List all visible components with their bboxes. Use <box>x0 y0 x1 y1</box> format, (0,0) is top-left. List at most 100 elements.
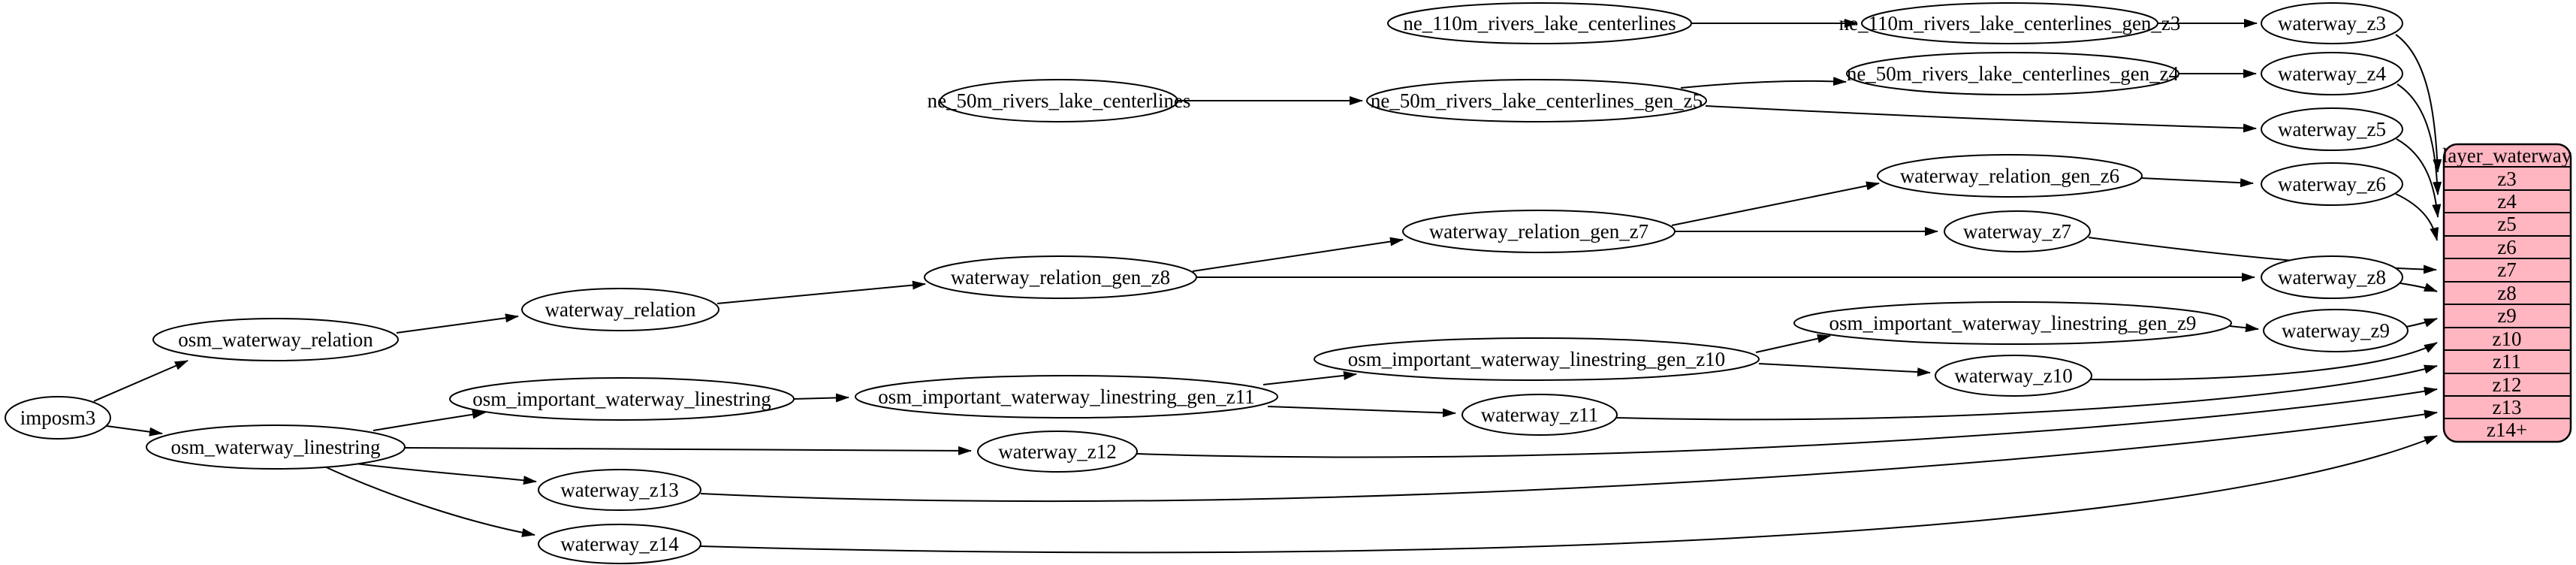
node-label: osm_important_waterway_linestring <box>472 388 771 410</box>
node-label: imposm3 <box>20 406 96 429</box>
edge-waterway_relation_gen_z8-waterway_relation_gen_z7 <box>1192 237 1404 272</box>
node-imposm3: imposm3 <box>5 396 111 440</box>
node-label: osm_waterway_relation <box>178 328 373 351</box>
edge-gen_z10-waterway_z10 <box>1758 363 1931 377</box>
node-label: waterway_z7 <box>1963 220 2071 243</box>
node-waterway_z6: waterway_z6 <box>2261 162 2403 206</box>
node-label: waterway_z9 <box>2282 319 2390 342</box>
node-label: waterway_z10 <box>1954 364 2072 387</box>
node-waterway_z12: waterway_z12 <box>977 431 1138 473</box>
table-row-z10: z10 <box>2493 328 2522 350</box>
edge-waterway_z8-row_z8 <box>2400 282 2438 292</box>
table-row-z6: z6 <box>2497 236 2516 258</box>
node-label: osm_important_waterway_linestring_gen_z9 <box>1829 312 2197 334</box>
edge-waterway_z5-row_z5 <box>2396 138 2442 218</box>
edge-waterway_relation_gen_z6-waterway_z6 <box>2140 177 2254 188</box>
edge-osm_waterway_linestring-waterway_z13 <box>349 462 537 485</box>
table-row-z12: z12 <box>2493 373 2522 396</box>
edge-waterway_z12-row_z12 <box>1136 386 2438 458</box>
node-label: osm_important_waterway_linestring_gen_z1… <box>878 385 1254 408</box>
edge-osm_waterway_linestring-waterway_z12 <box>404 446 972 455</box>
table-row-z7: z7 <box>2497 258 2516 281</box>
edge-osm_waterway_relation-waterway_relation <box>396 313 519 334</box>
edge-waterway_z14-row_z14 <box>700 435 2438 554</box>
edge-gen_z11-gen_z10 <box>1262 370 1357 385</box>
edge-waterway_z9-row_z9 <box>2406 318 2438 328</box>
node-waterway_z14: waterway_z14 <box>538 524 701 564</box>
node-label: waterway_relation_gen_z8 <box>951 266 1170 289</box>
node-waterway_relation_gen_z7: waterway_relation_gen_z7 <box>1402 210 1676 253</box>
table-row-z11: z11 <box>2493 350 2521 373</box>
node-ne_50m_rivers_lake_centerlines_gen_z4: ne_50m_rivers_lake_centerlines_gen_z4 <box>1846 52 2179 95</box>
edge-waterway_z4-row_z4 <box>2397 83 2442 195</box>
table-row-z8: z8 <box>2497 282 2516 304</box>
table-row-z14plus: z14+ <box>2487 418 2527 441</box>
node-label: osm_important_waterway_linestring_gen_z1… <box>1348 348 1725 370</box>
node-label: waterway_relation <box>545 298 696 321</box>
node-osm_important_waterway_linestring_gen_z9: osm_important_waterway_linestring_gen_z9 <box>1793 301 2232 345</box>
node-waterway_z8: waterway_z8 <box>2261 255 2403 299</box>
node-waterway_z4: waterway_z4 <box>2261 52 2403 95</box>
node-waterway_z13: waterway_z13 <box>538 469 701 511</box>
node-label: waterway_z6 <box>2278 173 2386 195</box>
node-osm_important_waterway_linestring: osm_important_waterway_linestring <box>449 377 795 421</box>
node-label: ne_50m_rivers_lake_centerlines <box>928 89 1191 112</box>
node-ne_50m_rivers_lake_centerlines_gen_z5: ne_50m_rivers_lake_centerlines_gen_z5 <box>1366 79 1707 122</box>
node-osm_important_waterway_linestring_gen_z10: osm_important_waterway_linestring_gen_z1… <box>1314 337 1760 381</box>
node-label: waterway_z11 <box>1481 403 1598 426</box>
node-label: ne_110m_rivers_lake_centerlines_gen_z3 <box>1839 12 2181 35</box>
node-label: waterway_z3 <box>2278 12 2386 35</box>
node-ne_50m_rivers_lake_centerlines: ne_50m_rivers_lake_centerlines <box>928 79 1191 122</box>
edge-waterway_z13-row_z13 <box>700 409 2438 503</box>
node-ne_110m_rivers_lake_centerlines_gen_z3: ne_110m_rivers_lake_centerlines_gen_z3 <box>1839 2 2181 44</box>
edge-waterway_z11-row_z11 <box>1615 364 2438 421</box>
edge-osm_waterway_linestring-waterway_z14 <box>321 464 535 537</box>
node-waterway_relation_gen_z8: waterway_relation_gen_z8 <box>924 255 1197 299</box>
node-ne_110m_rivers_lake_centerlines: ne_110m_rivers_lake_centerlines <box>1387 2 1692 44</box>
node-waterway_z9: waterway_z9 <box>2263 309 2409 352</box>
node-label: waterway_relation_gen_z6 <box>1900 165 2119 187</box>
edge-gen_z10-gen_z9 <box>1755 334 1831 353</box>
table-title: layer_waterway <box>2442 144 2572 167</box>
node-label: waterway_z14 <box>560 533 679 555</box>
table-row-z3: z3 <box>2497 168 2516 190</box>
node-waterway_z3: waterway_z3 <box>2261 2 2403 44</box>
node-label: waterway_relation_gen_z7 <box>1429 220 1648 243</box>
edge-osm_waterway_linestring-osm_important_waterway_linestring <box>373 409 486 431</box>
edge-waterway_z10-row_z10 <box>2090 342 2438 381</box>
table-row-z5: z5 <box>2497 213 2516 235</box>
edge-layer <box>93 19 2442 554</box>
node-label: ne_50m_rivers_lake_centerlines_gen_z4 <box>1847 62 2179 85</box>
edge-ne_50m_gen_z5-ne_50m_gen_z4 <box>1680 77 1847 89</box>
edge-ne_50m_gen_z5-waterway_z5 <box>1705 105 2257 133</box>
node-waterway_z5: waterway_z5 <box>2261 107 2403 151</box>
node-osm_important_waterway_linestring_gen_z11: osm_important_waterway_linestring_gen_z1… <box>855 375 1278 418</box>
node-osm_waterway_relation: osm_waterway_relation <box>152 318 399 361</box>
layer-waterway-table: layer_waterway z3 z4 z5 z6 z7 z8 z9 z10 … <box>2442 143 2572 443</box>
node-waterway_z10: waterway_z10 <box>1935 355 2092 397</box>
node-waterway_z11: waterway_z11 <box>1461 394 1618 436</box>
edge-waterway_z3-row_z3 <box>2395 34 2442 173</box>
node-label: osm_waterway_linestring <box>171 436 381 458</box>
node-label: waterway_z12 <box>998 440 1116 463</box>
table-row-z9: z9 <box>2497 304 2516 327</box>
edge-gen_z11-waterway_z11 <box>1267 406 1456 418</box>
edge-waterway_relation_gen_z7-waterway_relation_gen_z6 <box>1671 181 1880 226</box>
table-row-z4: z4 <box>2497 190 2517 213</box>
node-label: waterway_z5 <box>2278 118 2386 140</box>
node-label: waterway_z13 <box>560 479 678 501</box>
node-waterway_z7: waterway_z7 <box>1944 210 2091 252</box>
node-osm_waterway_linestring: osm_waterway_linestring <box>146 425 406 470</box>
edge-waterway_z7-row_z7 <box>2088 237 2437 274</box>
node-label: waterway_z4 <box>2278 62 2386 85</box>
edge-waterway_relation-waterway_relation_gen_z8 <box>716 280 926 304</box>
edge-imposm3-osm_waterway_linestring <box>106 425 163 437</box>
edge-gen_z9-waterway_z9 <box>2229 323 2259 333</box>
node-label: ne_110m_rivers_lake_centerlines <box>1403 12 1676 35</box>
node-waterway_relation: waterway_relation <box>521 288 719 331</box>
node-label: waterway_z8 <box>2278 266 2386 289</box>
node-label: ne_50m_rivers_lake_centerlines_gen_z5 <box>1371 89 1703 112</box>
table-row-z13: z13 <box>2493 396 2522 418</box>
